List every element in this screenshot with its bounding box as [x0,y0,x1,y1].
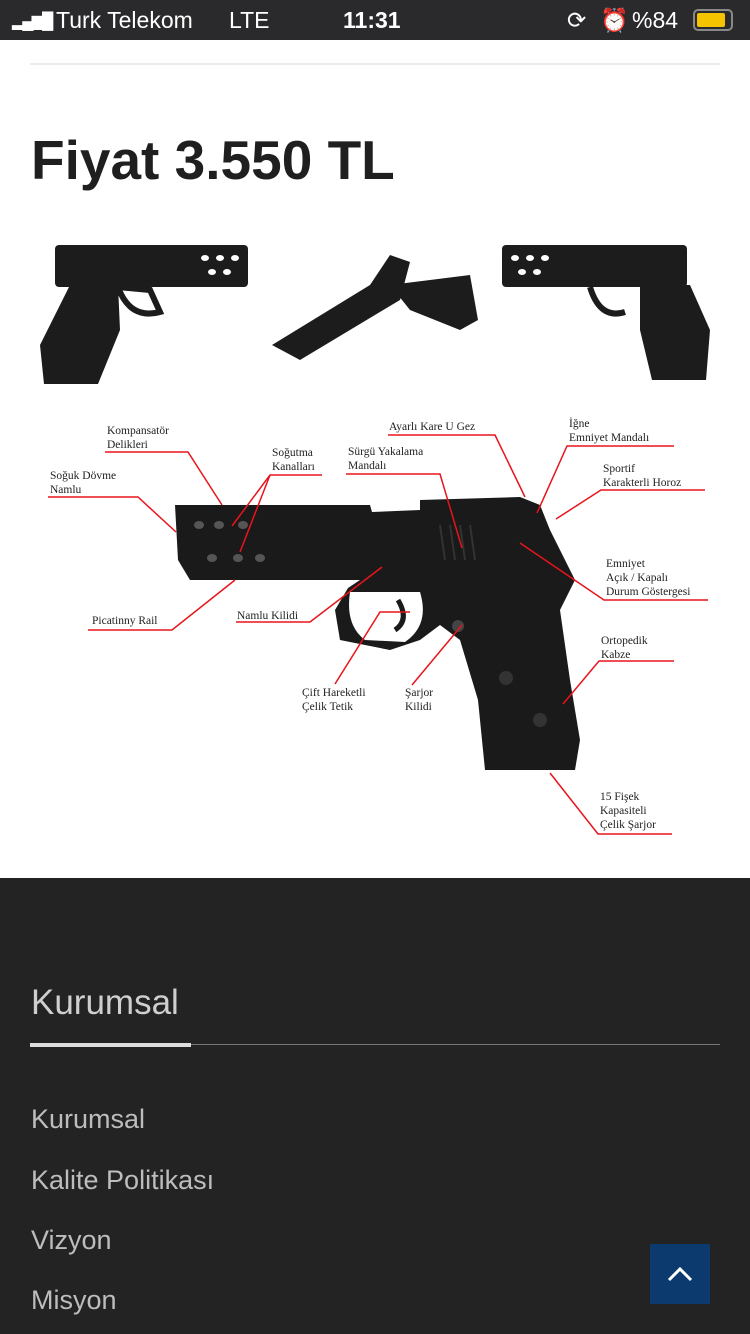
chevron-up-icon [667,1266,693,1282]
rotation-lock-icon: ⟳ [567,7,587,33]
scroll-to-top-button[interactable] [650,1244,710,1304]
label-namlu-kilidi: Namlu Kilidi [237,610,299,622]
pistol-images [40,245,710,835]
label-gez: Ayarlı Kare U Gez [389,421,476,433]
signal-icon: ▂▄▆█ [12,13,53,30]
leader-lines [48,434,708,835]
pistol-photo-center [272,255,478,360]
footer-link-kurumsal[interactable]: Kurumsal [31,1104,146,1134]
footer-link-misyon[interactable]: Misyon [31,1285,117,1315]
battery-icon [693,9,733,31]
footer-link-kalite-politikasi[interactable]: Kalite Politikası [31,1165,215,1195]
footer: Kurumsal Kurumsal Kalite Politikası Vizy… [0,878,750,1334]
carrier: Turk Telekom [56,7,193,33]
label-kompansator: Kompansatör Delikleri [107,425,169,451]
label-surgu: Sürgü Yakalama Mandalı [348,446,424,472]
label-soguk-dovme: Soğuk Dövme Namlu [50,470,117,496]
clock: 11:31 [343,7,401,33]
battery-percent: %84 [632,7,679,33]
label-kabze: Ortopedik Kabze [601,635,648,661]
pistol-photo-right [502,245,710,380]
footer-divider [30,1044,720,1045]
label-sogutma: Soğutma Kanalları [272,447,315,473]
label-sarjor-kilidi: Şarjor Kilidi [405,687,434,713]
price-title: Fiyat 3.550 TL [31,129,395,191]
alarm-icon: ⏰ [600,7,629,33]
footer-heading: Kurumsal [31,983,179,1022]
pistol-photo-left [40,245,248,384]
label-horoz: Sportif Karakterli Horoz [603,463,682,489]
divider [30,63,720,65]
label-igne: İğne Emniyet Mandalı [569,418,650,444]
pistol-diagram [175,497,580,770]
footer-link-vizyon[interactable]: Vizyon [31,1225,112,1255]
status-bar: ▂▄▆█ Turk Telekom LTE 11:31 ⟳ ⏰ %84 [0,0,750,40]
label-picatinny: Picatinny Rail [92,615,158,627]
label-tetik: Çift Hareketli Çelik Tetik [302,687,366,713]
network: LTE [229,7,270,33]
footer-divider-accent [30,1043,191,1047]
label-emniyet: Emniyet Açık / Kapalı Durum Göstergesi [606,558,691,598]
label-sarjor: 15 Fişek Kapasiteli Çelik Şarjor [600,791,656,831]
